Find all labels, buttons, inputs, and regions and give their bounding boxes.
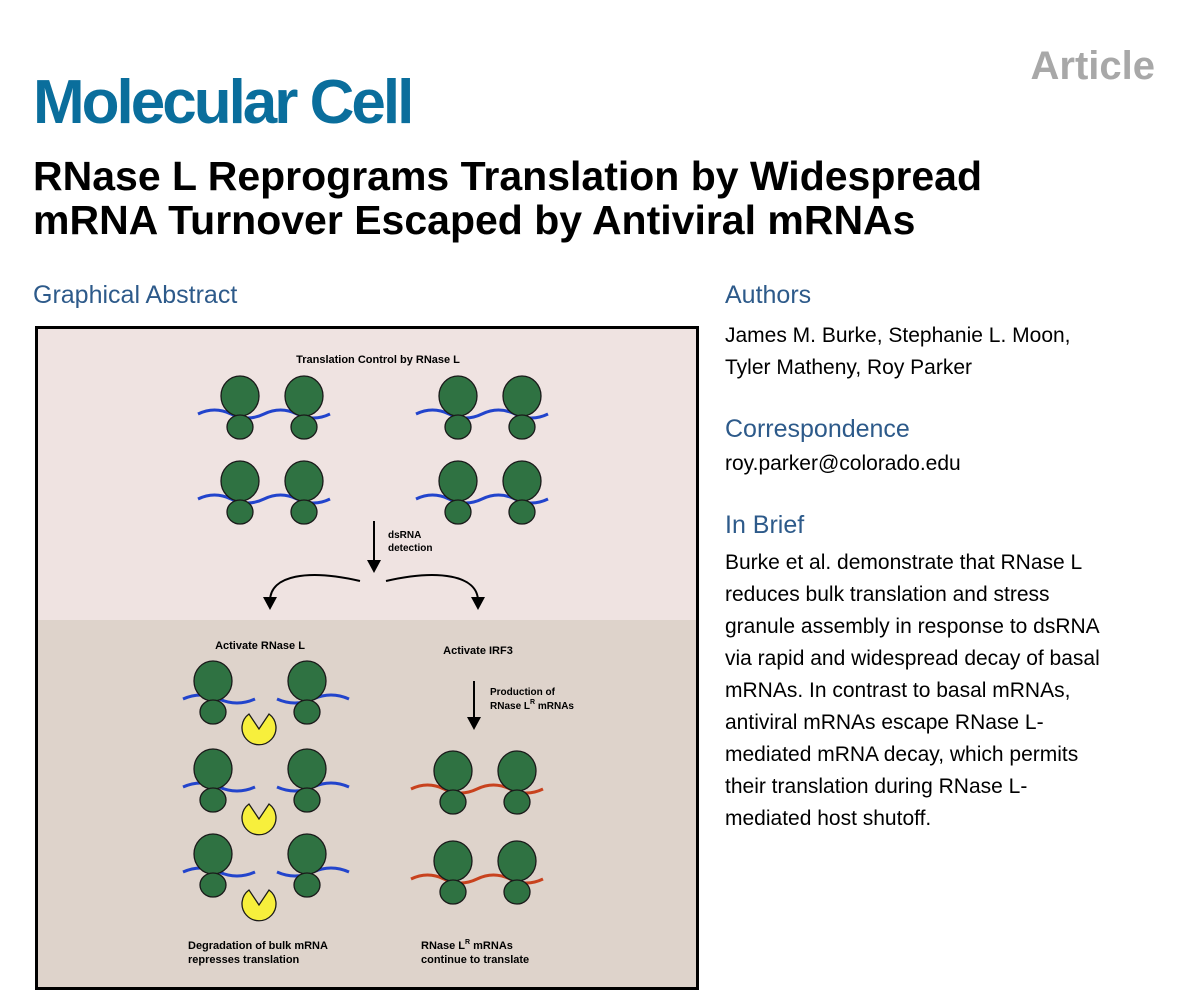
in-brief-text: Burke et al. demonstrate that RNase L red…: [725, 547, 1100, 835]
dsrna-label-line1: dsRNA: [388, 530, 421, 541]
ribosome-small-subunit: [199, 699, 227, 725]
in-brief-line: mediated host shutoff.: [725, 807, 932, 830]
ribosome-large-subunit: [433, 840, 473, 882]
production-label-line1: Production of: [490, 687, 556, 698]
authors-line-1: James M. Burke, Stephanie L. Moon,: [725, 324, 1071, 347]
in-brief-line: mRNAs. In contrast to basal mRNAs,: [725, 679, 1071, 702]
rnase-l-enzyme: [241, 713, 277, 746]
ribosome-large-subunit: [287, 748, 327, 790]
in-brief-line: mediated mRNA decay, which permits: [725, 743, 1079, 766]
branch-curve-right: [385, 574, 479, 602]
ribosome-large-subunit: [287, 833, 327, 875]
ribosome-large-subunit: [502, 375, 542, 417]
ribosome-small-subunit: [290, 414, 318, 440]
activate-rnase-l-label: Activate RNase L: [215, 640, 305, 652]
ribosome-small-subunit: [444, 414, 472, 440]
branch-arrow-left: [263, 597, 277, 610]
ribosome-small-subunit: [290, 499, 318, 525]
article-title: RNase L Reprograms Translation by Widesp…: [33, 154, 1163, 242]
ribosome-small-subunit: [293, 872, 321, 898]
graphical-abstract-figure: Translation Control by RNase L dsRNA det…: [35, 326, 699, 990]
ribosome-large-subunit: [433, 750, 473, 792]
in-brief-heading: In Brief: [725, 511, 805, 539]
ribosome-small-subunit: [439, 789, 467, 815]
ribosome-small-subunit: [508, 499, 536, 525]
left-caption-line2: represses translation: [188, 954, 300, 966]
polysome-group: [182, 375, 549, 922]
ribosome-large-subunit: [497, 840, 537, 882]
rnase-l-enzyme: [241, 803, 277, 836]
ribosome-large-subunit: [287, 660, 327, 702]
production-label-line2: RNase LR mRNAs: [490, 699, 574, 712]
dsrna-arrow-head: [367, 560, 381, 573]
ribosome-small-subunit: [444, 499, 472, 525]
ribosome-large-subunit: [220, 460, 260, 502]
ribosome-large-subunit: [438, 375, 478, 417]
ribosome-small-subunit: [439, 879, 467, 905]
in-brief-line: antiviral mRNAs escape RNase L-: [725, 711, 1044, 734]
in-brief-line: Burke et al. demonstrate that RNase L: [725, 551, 1083, 574]
right-caption-line1: RNase LR mRNAs: [421, 939, 513, 952]
ribosome-large-subunit: [284, 375, 324, 417]
left-caption-line1: Degradation of bulk mRNA: [188, 940, 328, 952]
title-line-1: RNase L Reprograms Translation by Widesp…: [33, 153, 982, 199]
rnase-l-enzyme: [241, 889, 277, 922]
ribosome-small-subunit: [199, 787, 227, 813]
in-brief-line: via rapid and widespread decay of basal: [725, 647, 1100, 670]
ribosome-small-subunit: [503, 879, 531, 905]
title-line-2: mRNA Turnover Escaped by Antiviral mRNAs: [33, 197, 916, 243]
in-brief-line: granule assembly in response to dsRNA: [725, 615, 1100, 638]
activate-irf3-label: Activate IRF3: [443, 645, 513, 657]
production-arrow-head: [467, 717, 481, 730]
ribosome-small-subunit: [503, 789, 531, 815]
in-brief-line: their translation during RNase L-: [725, 775, 1028, 798]
journal-name: Molecular Cell: [33, 68, 414, 137]
graphical-abstract-diagram: Translation Control by RNase L dsRNA det…: [38, 329, 696, 987]
ribosome-large-subunit: [497, 750, 537, 792]
dsrna-label-line2: detection: [388, 543, 432, 554]
ribosome-small-subunit: [199, 872, 227, 898]
authors-line-2: Tyler Matheny, Roy Parker: [725, 356, 973, 379]
ribosome-large-subunit: [193, 660, 233, 702]
ribosome-small-subunit: [226, 499, 254, 525]
article-type-label: Article: [1030, 44, 1156, 88]
ribosome-small-subunit: [226, 414, 254, 440]
authors-list: James M. Burke, Stephanie L. Moon, Tyler…: [725, 320, 1071, 384]
ribosome-large-subunit: [220, 375, 260, 417]
ribosome-large-subunit: [438, 460, 478, 502]
figure-title: Translation Control by RNase L: [296, 354, 460, 366]
correspondence-heading: Correspondence: [725, 415, 910, 443]
ribosome-small-subunit: [293, 787, 321, 813]
in-brief-line: reduces bulk translation and stress: [725, 583, 1050, 606]
top-panel: [38, 329, 696, 620]
bottom-panel: [38, 620, 696, 987]
graphical-abstract-heading: Graphical Abstract: [33, 281, 238, 309]
branch-arrow-right: [471, 597, 485, 610]
branch-curve-left: [269, 574, 361, 602]
ribosome-large-subunit: [193, 833, 233, 875]
ribosome-large-subunit: [502, 460, 542, 502]
ribosome-large-subunit: [193, 748, 233, 790]
ribosome-large-subunit: [284, 460, 324, 502]
ribosome-small-subunit: [293, 699, 321, 725]
right-caption-line2: continue to translate: [421, 954, 529, 966]
correspondence-email[interactable]: roy.parker@colorado.edu: [725, 452, 961, 475]
ribosome-small-subunit: [508, 414, 536, 440]
authors-heading: Authors: [725, 281, 812, 309]
